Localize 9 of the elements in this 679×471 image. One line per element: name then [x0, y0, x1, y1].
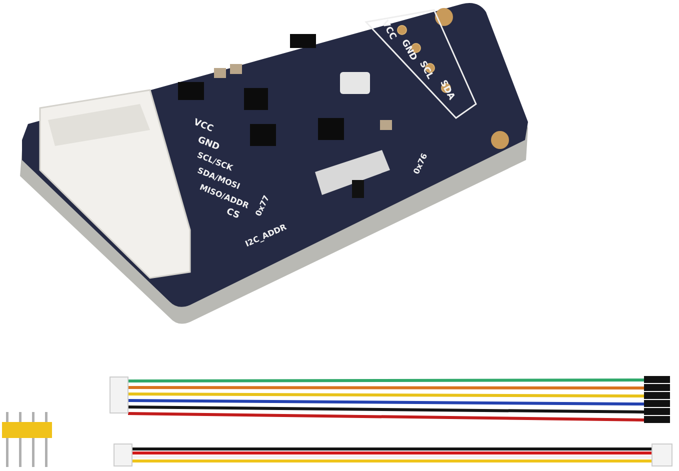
silkscreen-label: SCL [417, 60, 434, 81]
silkscreen-label: VCC [192, 118, 214, 134]
silkscreen-label: SDA [438, 79, 456, 102]
silkscreen-label: CS [224, 208, 240, 222]
silkscreen-label: VCC [379, 19, 397, 42]
silkscreen-label: GND [196, 136, 220, 153]
silkscreen-label: GND [398, 38, 418, 62]
silkscreen-label: 0x76 [412, 152, 430, 176]
silkscreen-label: 0x77 [254, 194, 272, 218]
